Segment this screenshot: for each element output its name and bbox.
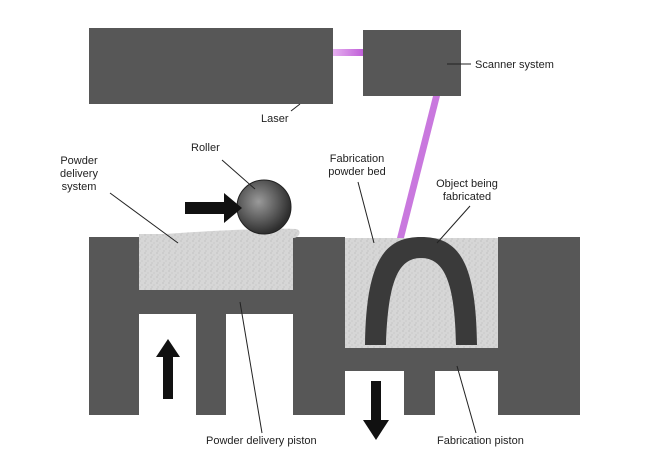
powder-delivery-leader (109, 192, 179, 244)
object-leader (436, 205, 471, 244)
fabrication-bed-label-line-1: Fabrication (329, 153, 385, 165)
fabrication-bed-leader (357, 181, 375, 244)
arrow-down-icon (363, 381, 389, 440)
powder-delivery-label-line-3: system (61, 181, 97, 193)
powder-delivery-label: Powder delivery system (46, 155, 112, 194)
roller-label: Roller (191, 142, 220, 154)
middle-wall (293, 237, 345, 415)
roller (236, 179, 292, 235)
scanner-label: Scanner system (475, 59, 554, 71)
powder-delivery-label-line-2: delivery (60, 168, 98, 180)
delivery-piston-plate (139, 290, 293, 314)
object-label-line-2: fabricated (442, 191, 492, 203)
laser-beam-diagonal (397, 96, 440, 238)
arrow-right-icon (185, 193, 242, 223)
laser-beam-horizontal (333, 49, 363, 56)
right-outer-wall (498, 237, 580, 415)
delivery-piston-rod (196, 314, 226, 415)
laser-leader (290, 103, 301, 112)
fabrication-piston-leader (456, 365, 477, 434)
scanner-box (363, 30, 461, 96)
delivery-piston-label: Powder delivery piston (206, 435, 317, 447)
fabrication-bed-label-line-2: powder bed (328, 166, 386, 178)
fabricated-object (365, 237, 477, 345)
roller-leader (221, 159, 256, 190)
powder-delivery-label-line-1: Powder (60, 155, 98, 167)
fabrication-piston-plate (345, 348, 498, 371)
leader-lines (109, 63, 477, 434)
laser-box (89, 28, 333, 104)
delivery-powder (139, 234, 293, 290)
object-label: Object being fabricated (422, 178, 512, 204)
fabrication-piston-label: Fabrication piston (437, 435, 524, 447)
left-outer-wall (89, 237, 139, 415)
arrow-up-icon (156, 339, 180, 399)
laser-label: Laser (261, 113, 289, 125)
fabrication-piston-rod (404, 371, 435, 415)
fabrication-bed-label: Fabrication powder bed (318, 153, 396, 179)
object-label-line-1: Object being (436, 178, 498, 190)
delivery-piston-leader (239, 301, 263, 434)
